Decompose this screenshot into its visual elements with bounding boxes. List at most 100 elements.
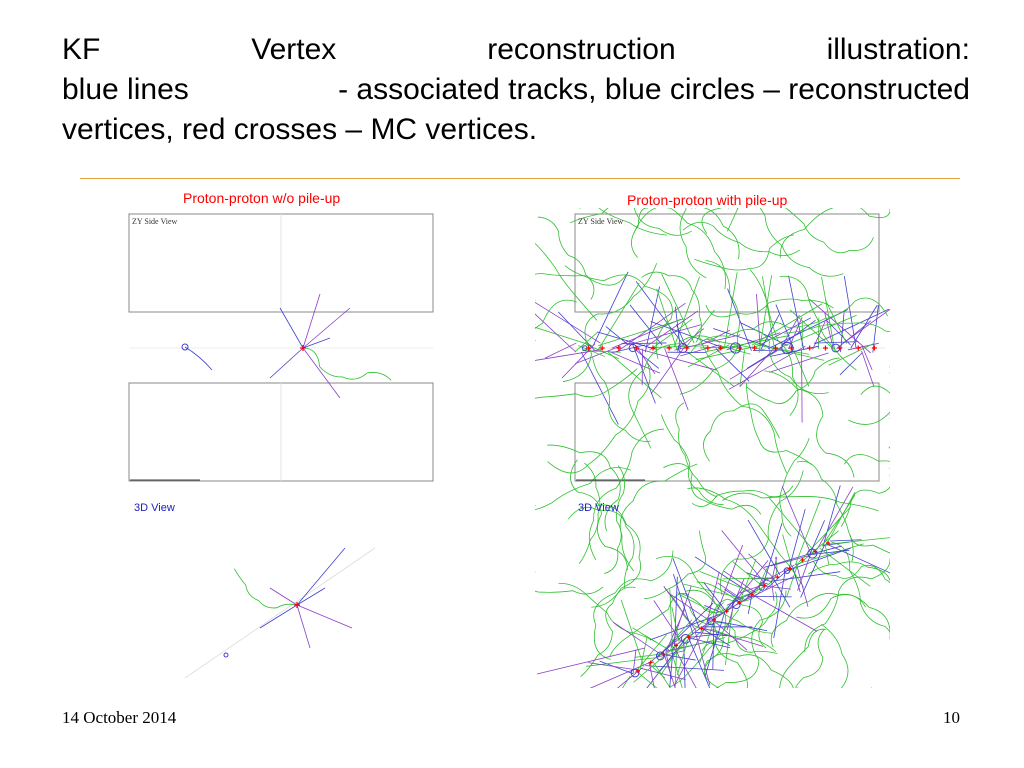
mc-vertex-cross <box>599 345 605 351</box>
left-event-display <box>128 213 434 679</box>
associated-track <box>647 345 708 348</box>
mc-vertex-cross <box>724 609 729 614</box>
associated-track <box>786 562 799 597</box>
associated-track <box>739 349 745 387</box>
associated-track <box>269 347 304 379</box>
secondary-track <box>668 208 739 232</box>
associated-track <box>657 602 714 658</box>
secondary-track <box>593 550 674 660</box>
associated-track <box>704 604 724 614</box>
associated-track <box>768 497 815 552</box>
secondary-track <box>547 361 651 474</box>
associated-track <box>662 653 696 661</box>
secondary-track <box>796 594 890 675</box>
associated-track <box>843 275 857 349</box>
associated-track <box>669 646 674 688</box>
associated-track <box>839 352 863 376</box>
associated-track <box>673 646 697 688</box>
associated-track <box>637 348 718 371</box>
mc-vertex-cross <box>775 575 780 580</box>
secondary-track <box>701 208 779 234</box>
associated-track <box>656 288 679 352</box>
mc-vertex-cross <box>634 345 640 351</box>
associated-track <box>597 283 640 351</box>
associated-track <box>296 604 353 629</box>
reco-vertex-circle <box>758 584 765 591</box>
associated-track <box>816 486 854 551</box>
associated-track <box>800 544 826 598</box>
secondary-track <box>754 208 844 277</box>
associated-track <box>795 499 821 565</box>
associated-track <box>712 619 715 670</box>
associated-track <box>726 606 734 631</box>
associated-track <box>676 607 731 645</box>
secondary-track <box>784 312 890 334</box>
associated-track <box>781 485 812 555</box>
secondary-track <box>705 298 834 318</box>
associated-track <box>683 583 745 600</box>
secondary-track <box>641 271 702 343</box>
associated-track <box>771 556 778 581</box>
secondary-track <box>603 465 626 574</box>
associated-track <box>724 588 744 613</box>
associated-track <box>827 491 856 543</box>
right-event-display <box>535 208 890 688</box>
associated-track <box>825 543 890 574</box>
associated-track <box>821 276 836 351</box>
mc-vertex-cross <box>650 345 656 351</box>
associated-track <box>847 342 879 351</box>
associated-track <box>715 348 750 382</box>
associated-track <box>634 653 663 658</box>
associated-track <box>681 602 724 642</box>
secondary-track <box>588 428 665 561</box>
zy-top-panel <box>574 213 880 313</box>
left-zy-label: ZY Side View <box>132 217 178 226</box>
associated-track <box>633 642 680 683</box>
associated-track <box>850 304 878 349</box>
mc-vertex-cross <box>712 617 716 622</box>
associated-track <box>617 667 643 688</box>
associated-track <box>302 307 351 349</box>
secondary-track <box>535 368 638 409</box>
associated-track <box>812 321 826 350</box>
mc-vertex-cross <box>800 558 805 563</box>
associated-track <box>629 304 663 346</box>
page-number: 10 <box>943 708 960 727</box>
associated-track <box>717 582 744 601</box>
associated-track <box>626 324 702 346</box>
associated-track <box>809 298 871 354</box>
mc-vertex-cross <box>871 345 877 351</box>
associated-track <box>701 627 730 647</box>
secondary-track <box>591 504 642 608</box>
title-word: reconstruction <box>487 33 676 66</box>
associated-track <box>747 519 781 576</box>
secondary-track <box>644 530 707 599</box>
associated-track <box>735 575 795 606</box>
reco-vertex-circle <box>732 600 741 610</box>
secondary-track <box>779 275 857 371</box>
associated-track <box>739 582 768 594</box>
secondary-track <box>567 506 635 589</box>
associated-track <box>648 662 655 688</box>
associated-track <box>705 335 790 352</box>
title-divider <box>80 178 960 179</box>
associated-track <box>722 577 776 580</box>
reco-vertex-circle <box>223 652 229 658</box>
secondary-track <box>558 583 657 643</box>
associated-track <box>739 558 757 603</box>
associated-track <box>680 344 720 357</box>
associated-track <box>259 604 298 629</box>
associated-track <box>611 318 682 349</box>
mc-vertex-cross <box>807 345 813 351</box>
associated-track <box>663 653 676 688</box>
secondary-track <box>562 263 658 383</box>
associated-track <box>620 599 645 667</box>
associated-track <box>607 351 662 399</box>
associated-track <box>636 671 658 688</box>
mc-vertex-cross <box>686 634 691 639</box>
secondary-track <box>749 269 799 416</box>
associated-track <box>746 572 771 582</box>
associated-track <box>665 608 686 652</box>
secondary-track <box>785 208 874 254</box>
zy-bottom-panel <box>574 382 880 482</box>
